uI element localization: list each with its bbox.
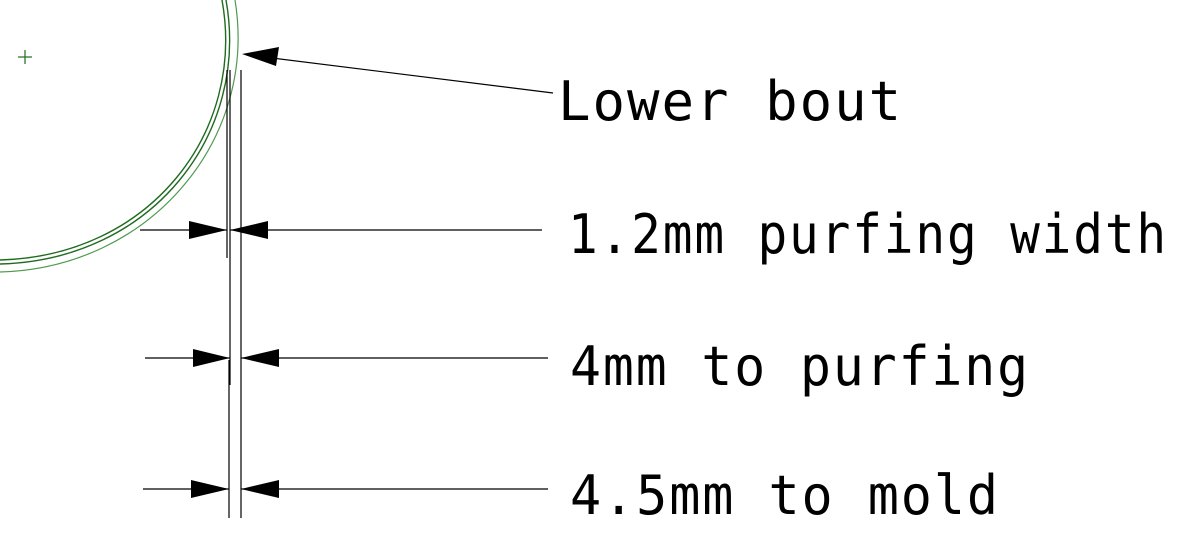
dimension-to-mold [143,480,548,498]
outline-mid-arc-b [0,0,231,265]
dimension-to-purfling [145,349,548,367]
outline-outer-arc [0,0,239,273]
arrowhead-icon [241,480,279,498]
lower-bout-outline [0,0,239,273]
label-lower-bout: Lower bout [558,70,903,133]
vertical-reference-lines [226,70,242,518]
arrowhead-icon [189,221,227,239]
label-to-mold: 4.5mm to mold [570,464,1000,527]
arrowhead-icon [242,47,279,66]
arrowhead-icon [191,480,229,498]
label-purfling-width: 1.2mm purfing width [568,203,1168,266]
center-mark-icon [18,50,32,64]
arrowhead-icon [230,221,268,239]
arrowhead-icon [241,349,279,367]
lower-bout-leader [242,47,554,94]
dimension-purfling-width [140,221,542,239]
arrowhead-icon [193,349,230,367]
outline-mid-arc-a [0,0,227,261]
label-to-purfling: 4mm to purfing [570,335,1030,398]
